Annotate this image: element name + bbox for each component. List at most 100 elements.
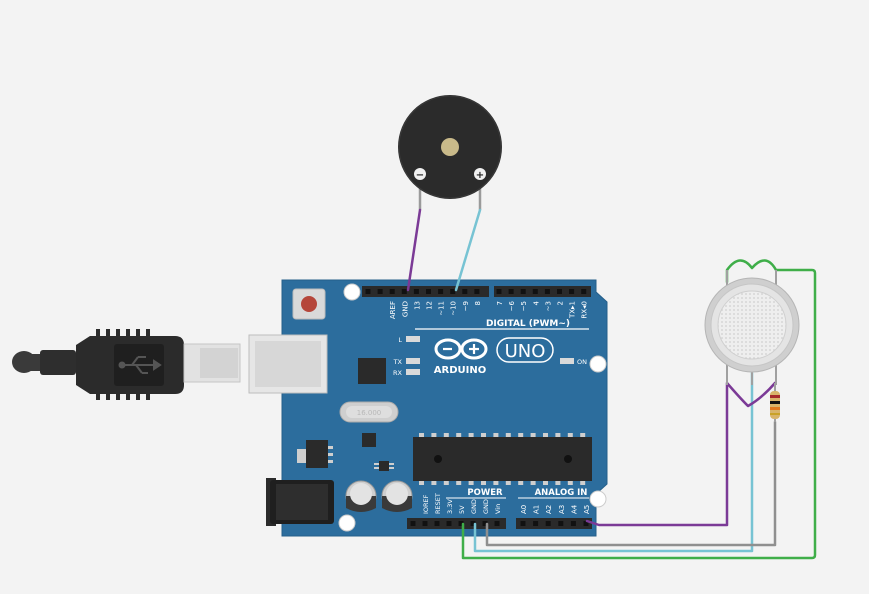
analog-pin-socket[interactable] [570,521,576,526]
chip-pin [518,433,524,437]
chip-pin [431,481,437,485]
mounting-hole [589,355,607,373]
gas-sensor[interactable] [704,270,800,385]
l-led-label: L [398,336,402,344]
digital-header-left [362,286,489,297]
on-led [560,358,574,364]
digital-pin-label: ~11 [438,301,446,316]
uno-label: UNO [505,341,546,362]
crystal-label: 16.000 [357,409,382,417]
power-pin-socket[interactable] [494,521,500,526]
digital-pin-label: 4 [532,300,540,305]
chip-pin [419,433,424,437]
chip-pin [481,481,486,485]
digital-pin-socket[interactable] [581,289,587,294]
buzzer-negative-terminal[interactable] [414,168,426,180]
chip-pin [493,481,499,485]
small-chip [362,433,376,447]
power-pin-socket[interactable] [410,521,416,526]
digital-pin-socket[interactable] [401,289,407,294]
digital-pin-socket[interactable] [557,289,562,294]
analog-pin-socket[interactable] [545,521,551,526]
power-pin-socket[interactable] [446,521,452,526]
chip-pin [468,481,474,485]
wire-cyan-buzzer[interactable] [454,208,482,292]
chip-pin [505,481,511,485]
digital-pwm-label: DIGITAL (PWM~) [486,319,570,329]
rx-led [406,369,420,375]
digital-pin-socket[interactable] [508,289,514,294]
wire-green-vcc[interactable] [461,259,817,560]
digital-pin-label: TX▸1 [569,301,577,319]
power-pin-socket[interactable] [482,521,488,526]
digital-pin-socket[interactable] [413,289,419,294]
power-pin-socket[interactable] [422,521,428,526]
wire-purple-analog[interactable] [585,381,777,527]
digital-pin-label: 8 [474,301,482,305]
transistor [374,461,394,471]
digital-pin-socket[interactable] [496,289,502,294]
buzzer-plus-label: + [476,170,484,181]
mounting-hole [338,514,356,532]
wire-purple-buzzer[interactable] [406,208,422,292]
buzzer-positive-terminal[interactable] [474,168,486,180]
resistor[interactable] [770,383,780,422]
digital-pin-socket[interactable] [438,289,444,294]
digital-pin-label: ~5 [520,301,528,311]
analog-pin-socket[interactable] [533,521,539,526]
power-pin-socket[interactable] [434,521,440,526]
power-pin-socket[interactable] [458,521,464,526]
chip-pin [530,481,536,485]
digital-pin-socket[interactable] [377,289,383,294]
digital-pin-socket[interactable] [520,289,526,294]
digital-pin-label: 13 [413,301,421,310]
chip-pin [518,481,524,485]
rx-led-label: RX [393,369,403,377]
atmega328-chip [413,433,592,485]
wire-gray-gnd[interactable] [485,420,777,547]
digital-pin-socket[interactable] [532,289,538,294]
digital-pin-socket[interactable] [474,289,480,294]
usb-icon [118,356,162,374]
digital-pin-socket[interactable] [544,289,550,294]
digital-pin-label: RX◂0 [581,301,589,319]
power-pin-label: GND [482,499,490,514]
chip-pin [530,433,536,437]
digital-pin-socket[interactable] [389,289,395,294]
digital-pin-label: 12 [426,301,434,310]
analog-pin-socket[interactable] [520,521,526,526]
wire-cyan-gnd[interactable] [473,371,754,553]
digital-pin-socket[interactable] [365,289,371,294]
digital-header-right [494,286,591,297]
digital-pin-socket[interactable] [426,289,431,294]
digital-pin-label: GND [401,301,409,317]
tx-led-label: TX [393,358,403,366]
l-led [406,336,420,342]
analog-pin-socket[interactable] [583,521,589,526]
chip-pin [419,481,424,485]
digital-pin-socket[interactable] [569,289,575,294]
chip-pin [580,481,586,485]
voltage-regulator [297,440,333,468]
digital-pin-label: AREF [389,301,397,319]
arduino-brand: ARDUINO [434,365,486,376]
tx-led [406,358,420,364]
digital-pin-socket[interactable] [462,289,468,294]
analog-pin-socket[interactable] [558,521,564,526]
digital-pin-label: ~9 [462,301,470,311]
on-led-label: ON [577,358,587,366]
piezo-buzzer[interactable]: − + [398,95,502,210]
usb-chip [358,358,386,384]
digital-pin-socket[interactable] [450,289,456,294]
reset-button[interactable] [292,288,326,320]
power-pin-socket[interactable] [470,521,476,526]
power-pin-label: 5V [458,505,466,514]
analog-pin-label: A2 [545,505,553,514]
chip-pin [431,433,437,437]
chip-pin [580,433,586,437]
mounting-hole [589,490,607,508]
chip-pin [481,433,486,437]
chip-pin [543,433,548,437]
digital-pin-label: 2 [557,301,565,305]
